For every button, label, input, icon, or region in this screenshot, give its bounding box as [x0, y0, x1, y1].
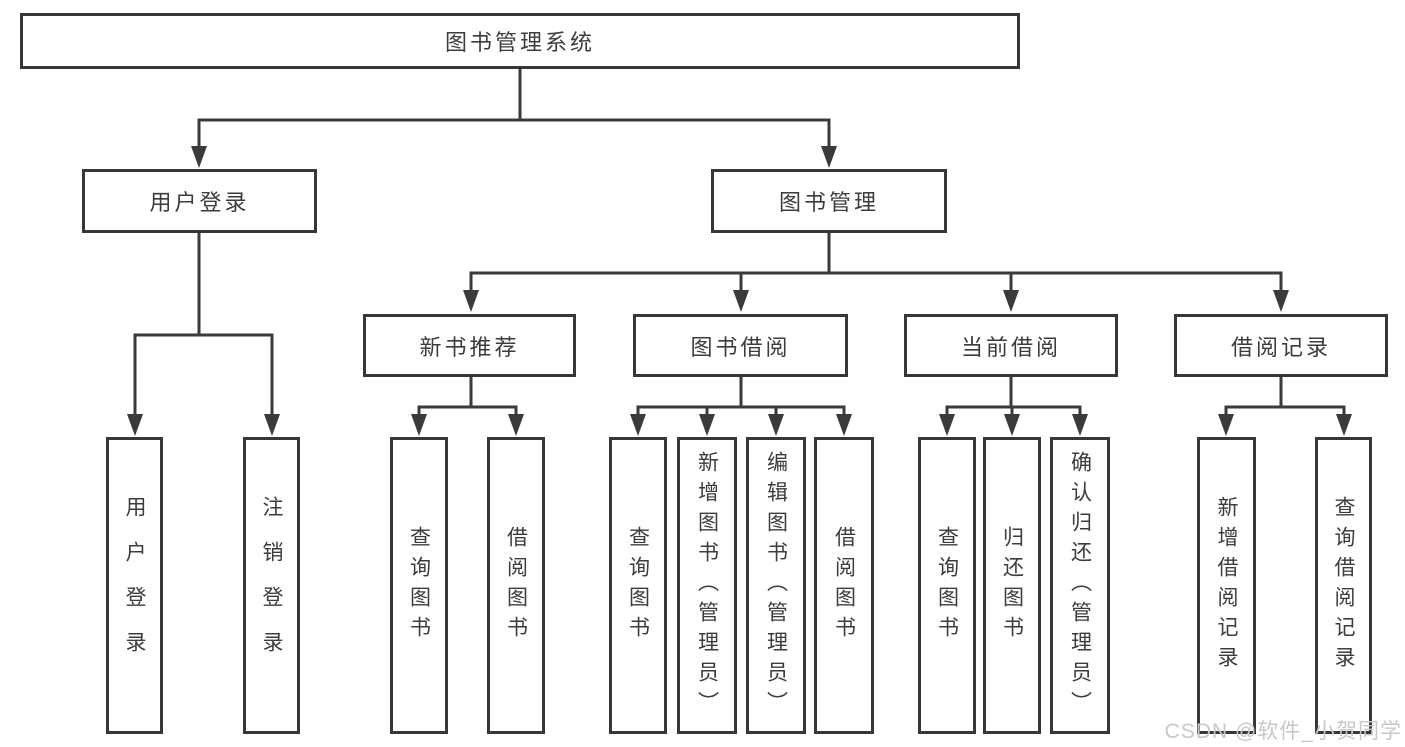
node-label: 归还图书: [1000, 525, 1024, 646]
node-book-management: 图书管理: [711, 169, 947, 233]
node-label: 用户登录: [123, 495, 146, 676]
node-current-borrowing: 当前借阅: [904, 314, 1118, 377]
leaf-add-book-admin: 新增图书（管理员）: [677, 437, 737, 734]
node-book-borrowing: 图书借阅: [633, 314, 848, 377]
edge-user-login-children: [127, 231, 280, 436]
edge-book-borrowing-children: [630, 375, 852, 436]
leaf-query-books-current: 查询图书: [918, 437, 976, 734]
leaf-query-borrow-record: 查询借阅记录: [1315, 437, 1372, 734]
node-label: 图书管理: [778, 190, 879, 215]
leaf-query-books-recommend: 查询图书: [390, 437, 448, 734]
edge-current-borrowing-children: [939, 375, 1088, 436]
node-label: 图书借阅: [690, 334, 791, 360]
leaf-edit-book-admin: 编辑图书（管理员）: [746, 437, 806, 734]
edge-book-management-children: [463, 231, 1289, 312]
node-label: 借阅记录: [1230, 334, 1331, 360]
node-label: 新增借阅记录: [1215, 495, 1238, 676]
node-label: 新书推荐: [419, 334, 520, 360]
leaf-borrow-books-borrowing: 借阅图书: [814, 437, 874, 734]
node-label: 图书管理系统: [444, 30, 595, 55]
node-user-login: 用户登录: [82, 169, 317, 233]
node-label: 查询图书: [626, 525, 650, 646]
edge-root-to-level1: [191, 67, 837, 168]
leaf-user-login: 用户登录: [106, 437, 163, 734]
edge-new-book-children: [411, 375, 524, 436]
node-label: 查询图书: [935, 525, 959, 646]
node-label: 编辑图书（管理员）: [764, 450, 788, 721]
node-new-book-recommend: 新书推荐: [363, 314, 576, 377]
edge-borrowing-records-children: [1218, 375, 1352, 436]
leaf-query-books-borrowing: 查询图书: [609, 437, 667, 734]
node-label: 注销登录: [260, 495, 283, 676]
node-label: 查询图书: [407, 525, 431, 646]
node-borrowing-records: 借阅记录: [1174, 314, 1388, 377]
leaf-logout: 注销登录: [243, 437, 300, 734]
node-label: 查询借阅记录: [1332, 495, 1355, 676]
node-label: 当前借阅: [960, 334, 1061, 360]
node-label: 确认归还（管理员）: [1068, 450, 1092, 721]
leaf-add-borrow-record: 新增借阅记录: [1197, 437, 1256, 734]
leaf-return-books: 归还图书: [983, 437, 1041, 734]
node-label: 用户登录: [149, 190, 250, 215]
node-label: 借阅图书: [504, 525, 528, 646]
watermark: CSDN @软件_小贺同学: [1164, 720, 1402, 743]
node-root-system: 图书管理系统: [20, 13, 1020, 69]
leaf-borrow-books-recommend: 借阅图书: [487, 437, 545, 734]
node-label: 借阅图书: [832, 525, 856, 646]
leaf-confirm-return-admin: 确认归还（管理员）: [1050, 437, 1110, 734]
node-label: 新增图书（管理员）: [695, 450, 719, 721]
